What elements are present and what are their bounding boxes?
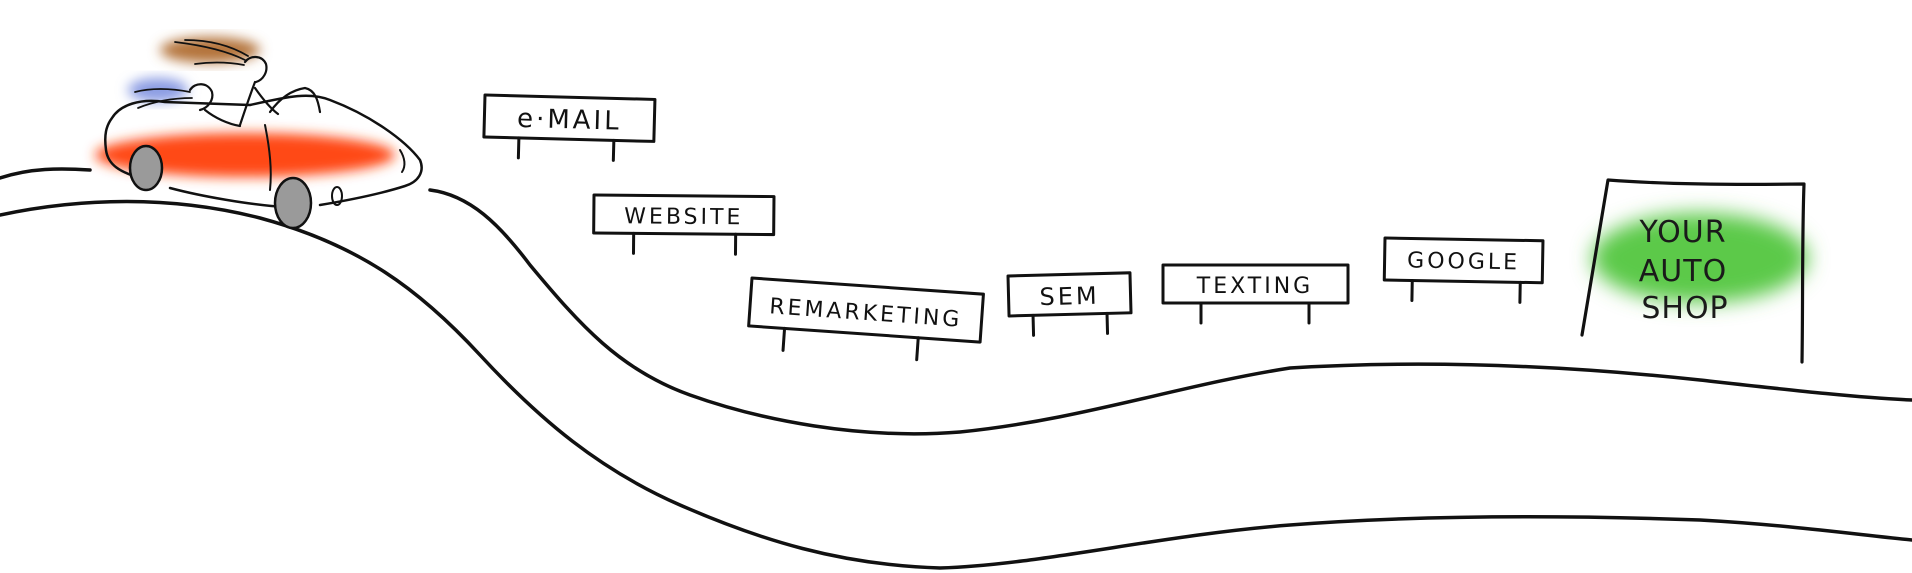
billboard-label-website: WEBSITE	[624, 204, 743, 230]
car-headlight	[399, 149, 406, 173]
driver-figure	[174, 39, 280, 127]
road	[0, 167, 1912, 570]
car-body-outline	[104, 94, 423, 209]
destination-sign: YOUR AUTO SHOP	[1580, 178, 1808, 364]
passenger-head	[188, 83, 214, 112]
billboard-label-texting: TEXTING	[1196, 274, 1313, 299]
billboard-panel	[1382, 236, 1545, 285]
road-upper-edge	[0, 167, 1912, 436]
billboard-post-right	[915, 336, 920, 362]
billboard-panel	[1006, 271, 1133, 318]
road-lower-edge	[0, 199, 1912, 570]
passenger-scarf-strands	[134, 88, 193, 109]
billboard-texting: TEXTING	[1161, 263, 1350, 325]
billboard-post-left	[1031, 313, 1036, 337]
passenger-scarf-wash	[128, 78, 188, 102]
convertible-car	[95, 37, 423, 230]
billboard-post-left	[516, 136, 521, 160]
billboard-panel	[482, 93, 657, 143]
billboard-post-left	[781, 326, 787, 352]
driver-hair-strands	[174, 39, 249, 66]
billboard-label-sem: SEM	[1039, 282, 1100, 312]
billboard-label-google: GOOGLE	[1407, 248, 1520, 275]
driver-head	[243, 55, 268, 84]
destination-frame	[1580, 178, 1806, 364]
billboard-email: e·MAIL	[482, 93, 657, 162]
driver-torso	[238, 80, 280, 127]
billboard-post-right	[1105, 311, 1110, 335]
destination-line-3: SHOP	[1641, 291, 1728, 326]
billboard-panel	[592, 193, 776, 237]
car-door-line	[264, 124, 272, 191]
billboard-label-email: e·MAIL	[517, 104, 622, 137]
destination-line-1: YOUR	[1638, 215, 1726, 250]
billboard-google: GOOGLE	[1382, 236, 1545, 304]
front-wheel-hub	[331, 186, 343, 206]
car-windshield	[268, 86, 322, 114]
billboard-website: WEBSITE	[592, 193, 776, 256]
billboard-post-right	[611, 138, 616, 162]
passenger-arm	[203, 108, 242, 128]
billboard-remarketing: REMARKETING	[747, 276, 985, 362]
destination-glow	[1592, 213, 1808, 303]
car-color-wash	[95, 133, 395, 177]
passenger-figure	[134, 83, 242, 128]
billboard-sem: SEM	[1006, 271, 1133, 337]
destination-line-2: AUTO	[1639, 254, 1727, 289]
billboard-label-remarketing: REMARKETING	[769, 294, 964, 332]
billboard-panel	[1161, 263, 1350, 305]
front-wheel	[273, 176, 313, 230]
billboard-panel	[747, 276, 985, 344]
rear-wheel	[128, 144, 164, 192]
